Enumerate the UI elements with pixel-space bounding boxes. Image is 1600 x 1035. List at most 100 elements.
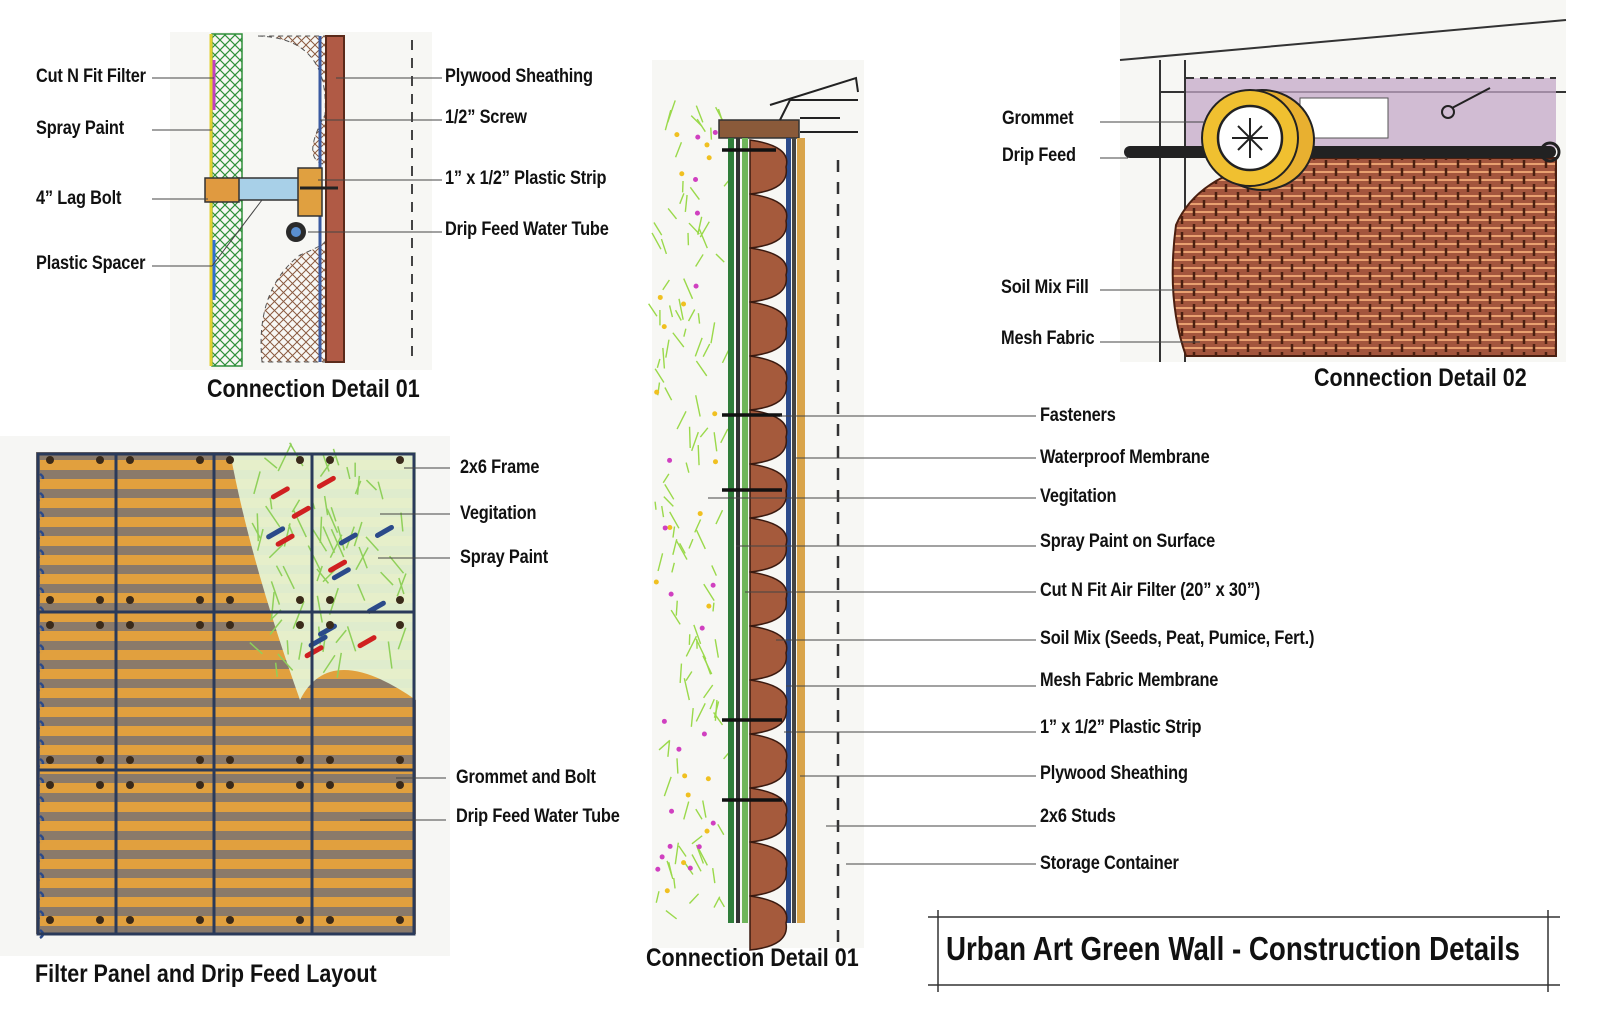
- filter-panel-sketch: [0, 436, 450, 956]
- detail-c-sketch: [1119, 0, 1567, 362]
- bolt: [46, 621, 54, 629]
- label-spray-paint-on-surface: Spray Paint on Surface: [1040, 531, 1216, 552]
- grass-stroke: [274, 662, 279, 677]
- page-title: Urban Art Green Wall - Construction Deta…: [946, 930, 1520, 967]
- soil-pocket: [749, 841, 788, 897]
- soil-pocket: [749, 247, 788, 303]
- bolt: [396, 596, 404, 604]
- bolt: [226, 916, 234, 924]
- grass-stroke: [694, 337, 703, 357]
- label-mesh-fabric: Mesh Fabric: [1001, 328, 1095, 349]
- grass-stroke: [664, 484, 675, 500]
- grass-stroke: [365, 479, 378, 491]
- bolt: [126, 456, 134, 464]
- panel-stripe: [40, 840, 414, 850]
- panel-stripe: [40, 859, 414, 869]
- grass-stroke: [695, 105, 704, 123]
- grass-stroke: [657, 553, 664, 572]
- flower-dot: [682, 773, 688, 779]
- flower-dot: [661, 718, 667, 724]
- bolt: [126, 756, 134, 764]
- bolt: [126, 781, 134, 789]
- paint-mark: [374, 524, 394, 538]
- soil-pocket: [749, 517, 788, 573]
- flower-dot: [696, 844, 702, 850]
- grass-stroke: [282, 565, 295, 590]
- grass-stroke: [695, 254, 704, 267]
- label-drip-feed-water-tube-panel: Drip Feed Water Tube: [456, 806, 620, 827]
- grass-stroke: [654, 368, 665, 383]
- grass-stroke: [683, 801, 690, 820]
- grass-stroke: [683, 678, 690, 701]
- soil-pocket: [749, 571, 788, 627]
- grass-stroke: [685, 462, 690, 473]
- flower-dot: [695, 134, 701, 140]
- flower-dot: [669, 808, 675, 814]
- grass-stroke: [256, 513, 260, 542]
- flower-dot: [697, 511, 703, 517]
- label-mesh-fabric-membrane: Mesh Fabric Membrane: [1040, 670, 1219, 691]
- grass-stroke: [277, 443, 293, 472]
- soil-pocket: [749, 139, 788, 195]
- grass-stroke: [675, 600, 678, 616]
- grass-stroke: [400, 512, 404, 532]
- grass-stroke: [654, 501, 657, 510]
- panel-stripe: [40, 612, 414, 622]
- label-plastic-spacer: Plastic Spacer: [36, 253, 146, 274]
- bolt: [396, 781, 404, 789]
- grass-stroke: [322, 654, 336, 674]
- grass-stroke: [660, 238, 668, 255]
- panel-stripe: [40, 650, 414, 660]
- flower-dot: [661, 324, 667, 330]
- grass-stroke: [710, 322, 716, 344]
- grass-stroke: [330, 506, 337, 522]
- bolt: [126, 621, 134, 629]
- bolt: [326, 456, 334, 464]
- label-cut-n-fit-filter: Cut N Fit Filter: [36, 66, 146, 87]
- bolt: [196, 456, 204, 464]
- flower-dot: [681, 301, 687, 307]
- detail-a-sketch: [170, 32, 432, 370]
- label-2x6-frame: 2x6 Frame: [460, 457, 540, 478]
- label-screw: 1/2” Screw: [445, 107, 527, 128]
- label-waterproof-membrane: Waterproof Membrane: [1040, 447, 1210, 468]
- flower-dot: [706, 155, 712, 161]
- grass-stroke: [668, 305, 674, 318]
- flower-dot: [687, 865, 693, 871]
- grass-stroke: [358, 546, 368, 569]
- bolt: [96, 621, 104, 629]
- grass-stroke: [316, 595, 323, 623]
- label-plywood-sheathing: Plywood Sheathing: [445, 66, 593, 87]
- label-cut-n-fit-air-filter: Cut N Fit Air Filter (20” x 30”): [1040, 580, 1260, 601]
- grass-stroke: [322, 526, 336, 554]
- bolt: [96, 756, 104, 764]
- bolt: [296, 621, 304, 629]
- label-plastic-strip-section: 1” x 1/2” Plastic Strip: [1040, 717, 1202, 738]
- grass-stroke: [388, 555, 405, 574]
- paint-mark: [328, 559, 348, 573]
- grass-stroke: [323, 495, 329, 516]
- grass-stroke: [709, 698, 715, 710]
- grass-stroke: [326, 508, 339, 533]
- panel-stripe: [40, 517, 414, 527]
- grass-stroke: [688, 893, 700, 904]
- grass-stroke: [697, 216, 703, 235]
- grass-stroke: [337, 526, 346, 551]
- grass-stroke: [688, 426, 691, 449]
- bolt: [196, 621, 204, 629]
- bolt: [96, 456, 104, 464]
- grass-stroke: [695, 360, 708, 377]
- grass-stroke: [377, 481, 384, 500]
- grass-stroke: [662, 279, 670, 291]
- grass-stroke: [665, 909, 678, 920]
- grass-stroke: [269, 497, 273, 510]
- grass-stroke: [668, 862, 673, 877]
- grass-stroke: [332, 448, 340, 466]
- grass-stroke: [329, 534, 343, 559]
- flower-dot: [685, 792, 691, 798]
- bolt: [126, 596, 134, 604]
- grass-stroke: [694, 519, 702, 533]
- grass-stroke: [398, 577, 405, 595]
- flower-dot: [674, 132, 680, 138]
